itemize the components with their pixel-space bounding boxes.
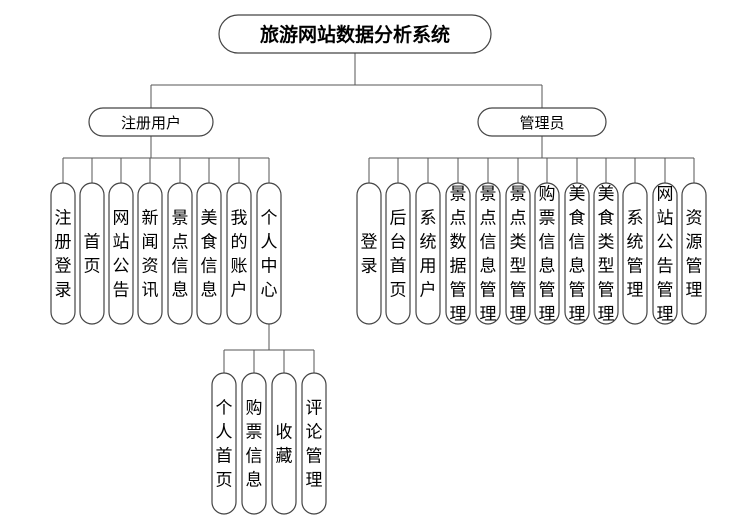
admin-menu-item-10: 系统管理: [622, 182, 648, 325]
root-title: 旅游网站数据分析系统: [260, 23, 450, 46]
admin-menu-item-6-label: 景点类型管理: [510, 185, 527, 325]
admin-menu-item-8: 美食信息管理: [564, 182, 590, 325]
registered-user-label: 注册用户: [121, 114, 181, 132]
admin-menu-item-12-label: 资源管理: [686, 209, 703, 301]
user-menu-item-8-label: 个人中心: [261, 209, 278, 301]
user-menu-item-1: 注册登录: [50, 182, 76, 325]
admin-menu-item-11-label: 网站公告管理: [657, 185, 674, 325]
admin-children: 登录后台首页系统用户景点数据管理景点信息管理景点类型管理购票信息管理美食信息管理…: [356, 182, 707, 325]
admin-menu-item-1-label: 登录: [361, 233, 378, 277]
user-menu-item-2: 首页: [79, 182, 105, 325]
admin-menu-item-3-label: 系统用户: [420, 209, 437, 301]
personal-center-item-3: 收藏: [271, 372, 297, 515]
admin-menu-item-8-label: 美食信息管理: [569, 185, 586, 325]
root-node: 旅游网站数据分析系统: [218, 14, 492, 54]
admin-menu-item-4: 景点数据管理: [445, 182, 471, 325]
admin-label: 管理员: [519, 114, 564, 132]
user-menu-item-4: 新闻资讯: [137, 182, 163, 325]
user-menu-item-6: 美食信息: [196, 182, 222, 325]
personal-center-item-1-label: 个人首页: [216, 399, 233, 491]
personal-center-item-4-label: 评论管理: [306, 399, 323, 491]
admin-menu-item-12: 资源管理: [681, 182, 707, 325]
user-menu-item-4-label: 新闻资讯: [142, 209, 159, 301]
admin-menu-item-9: 美食类型管理: [593, 182, 619, 325]
admin-menu-item-5-label: 景点信息管理: [480, 185, 497, 325]
user-menu-item-3-label: 网站公告: [113, 209, 130, 301]
user-menu-item-3: 网站公告: [108, 182, 134, 325]
admin-menu-item-9-label: 美食类型管理: [598, 185, 615, 325]
admin-menu-item-2-label: 后台首页: [390, 209, 407, 301]
user-menu-item-7: 我的账户: [226, 182, 252, 325]
admin-menu-item-10-label: 系统管理: [627, 209, 644, 301]
admin-menu-item-4-label: 景点数据管理: [450, 185, 467, 325]
user-menu-item-1-label: 注册登录: [55, 209, 72, 301]
personal-center-item-2-label: 购票信息: [246, 399, 263, 491]
admin-menu-item-3: 系统用户: [415, 182, 441, 325]
personal-center-item-1: 个人首页: [211, 372, 237, 515]
connector-lines: [62, 53, 695, 373]
admin-menu-item-6: 景点类型管理: [505, 182, 531, 325]
personal-center-item-2: 购票信息: [241, 372, 267, 515]
user-menu-item-6-label: 美食信息: [201, 209, 218, 301]
registered-user-node: 注册用户: [88, 107, 214, 137]
user-menu-item-5-label: 景点信息: [172, 209, 189, 301]
admin-menu-item-7-label: 购票信息管理: [539, 185, 556, 325]
admin-menu-item-2: 后台首页: [385, 182, 411, 325]
personal-center-item-4: 评论管理: [301, 372, 327, 515]
admin-node: 管理员: [477, 107, 607, 137]
admin-menu-item-11: 网站公告管理: [652, 182, 678, 325]
user-menu-item-2-label: 首页: [84, 233, 101, 277]
admin-menu-item-5: 景点信息管理: [475, 182, 501, 325]
user-menu-item-8: 个人中心: [256, 182, 282, 325]
personal-center-item-3-label: 收藏: [276, 423, 293, 467]
admin-menu-item-1: 登录: [356, 182, 382, 325]
user-menu-item-7-label: 我的账户: [231, 209, 248, 301]
user-menu-item-5: 景点信息: [167, 182, 193, 325]
admin-menu-item-7: 购票信息管理: [534, 182, 560, 325]
